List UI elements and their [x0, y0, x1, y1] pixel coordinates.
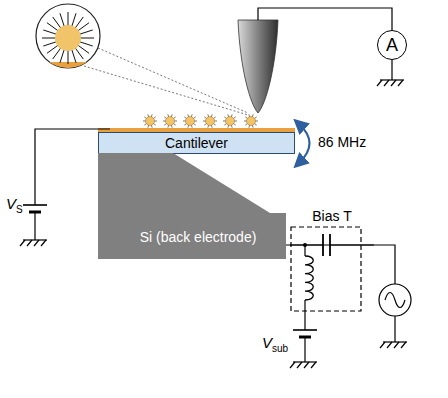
battery-plate — [23, 204, 47, 206]
ground-symbol — [290, 362, 295, 368]
ligand — [43, 30, 56, 34]
nanoparticle-inset — [30, 4, 110, 72]
wire — [304, 245, 305, 256]
voltage-label: S — [16, 205, 23, 215]
capacitor-plate — [322, 234, 324, 256]
voltage-label: V — [6, 196, 16, 211]
wire — [258, 8, 392, 30]
nanoparticle — [226, 117, 235, 126]
ground-symbol — [297, 362, 302, 368]
inductor-coil — [305, 256, 313, 300]
ground-symbol — [380, 79, 404, 80]
ground-symbol — [23, 239, 47, 240]
ground-symbol — [41, 240, 46, 246]
ground-symbol — [20, 240, 25, 246]
ligand — [42, 38, 56, 39]
ligand — [72, 13, 76, 26]
ground-symbol — [27, 240, 32, 246]
ground-symbol — [311, 362, 316, 368]
sine-symbol — [385, 293, 405, 308]
ground-symbol — [377, 80, 382, 86]
ligand — [60, 13, 64, 26]
ligand — [79, 30, 92, 34]
ligand — [72, 49, 76, 62]
ground-symbol — [383, 341, 407, 342]
substrate-strip — [30, 62, 110, 72]
ligand — [75, 17, 83, 28]
ground-symbol — [398, 80, 403, 86]
wire — [304, 337, 305, 362]
nanoparticle — [247, 117, 256, 126]
ligand — [43, 42, 56, 46]
ammeter-circle: A — [377, 30, 407, 60]
node-text: Cantilever — [165, 135, 228, 151]
ground-symbol — [293, 361, 317, 362]
ground-symbol — [394, 342, 399, 348]
nanoparticle — [206, 117, 215, 126]
ligand — [53, 17, 61, 28]
circle-part — [36, 4, 100, 68]
nanoparticle-core — [55, 25, 81, 51]
ground-symbol — [380, 342, 385, 348]
ligand — [75, 48, 83, 59]
ground-symbol — [391, 80, 396, 86]
leader-line — [84, 66, 248, 115]
ground-symbol — [401, 342, 406, 348]
battery-plate — [293, 329, 317, 331]
wire — [391, 60, 392, 80]
nanoparticle — [166, 117, 175, 126]
ground-symbol — [387, 342, 392, 348]
ac-source — [379, 284, 411, 316]
bias-tee-box: Bias T — [290, 208, 374, 312]
ligand — [80, 38, 94, 39]
ligand — [68, 12, 69, 26]
cantilever-box: Cantilever — [98, 132, 295, 154]
ligand — [78, 45, 89, 53]
nanoparticle — [146, 117, 155, 126]
ligand — [68, 50, 69, 64]
wire — [34, 212, 35, 240]
wire — [394, 316, 395, 342]
leader-line — [98, 48, 248, 113]
oscillation-arrow — [299, 124, 310, 163]
g-part — [143, 114, 258, 127]
wire — [304, 300, 305, 330]
ligand — [79, 42, 92, 46]
ligand — [78, 23, 89, 31]
ligand — [60, 49, 64, 62]
ground-symbol — [384, 80, 389, 86]
voltage-label: sub — [272, 344, 288, 354]
g-part — [20, 80, 407, 368]
afm-tip — [238, 20, 278, 113]
wire — [330, 245, 395, 284]
node-text: Si (back electrode) — [98, 229, 298, 245]
g-part — [42, 12, 94, 64]
node-text: Bias T — [290, 208, 374, 224]
ground-symbol — [34, 240, 39, 246]
ligand — [47, 45, 58, 53]
ground-symbol — [304, 362, 309, 368]
back-electrode: Si (back electrode) — [98, 153, 298, 259]
g-part — [30, 12, 110, 72]
node-text: A — [386, 35, 398, 56]
frequency-label: 86 MHz — [318, 135, 366, 149]
nanoparticle — [186, 117, 195, 126]
ligand — [53, 48, 61, 59]
dashed-outline — [291, 227, 361, 311]
ligand — [47, 23, 58, 31]
voltage-label: V — [262, 335, 272, 350]
